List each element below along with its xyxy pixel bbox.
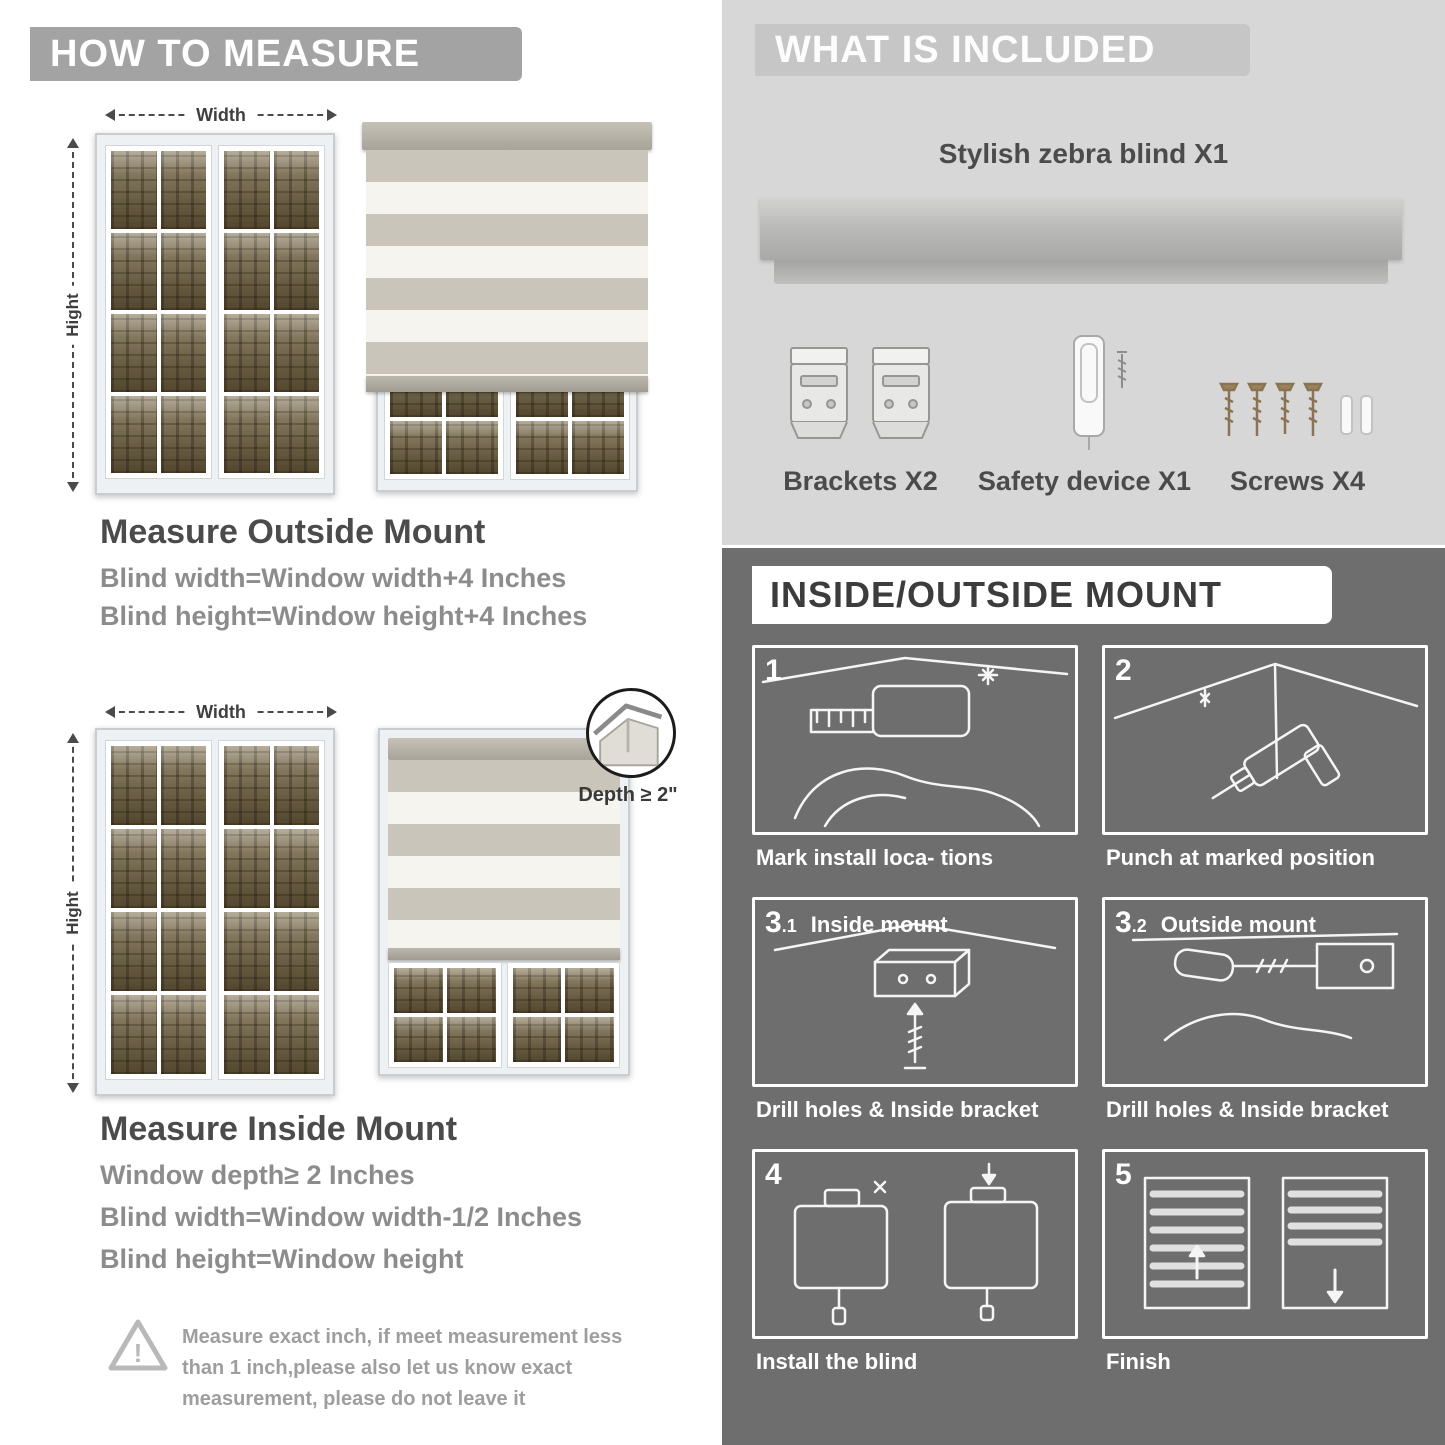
window-sash [388,962,502,1068]
window-sash [105,740,212,1080]
step-caption: Mark install loca- tions [756,845,994,870]
outside-width-formula: Blind width=Window width+4 Inches [100,563,567,593]
step-number: 5 [1115,1158,1132,1191]
arrow-head-right-icon [327,706,337,718]
height-label: Hight [63,883,83,943]
step-illustration-box: 2 [1102,645,1428,835]
safety-device-label: Safety device X1 [977,466,1192,496]
step-number: 1 [765,654,782,687]
blind-headrail [388,738,620,760]
drill-art [1113,662,1419,800]
blind-headrail-lip [774,260,1388,284]
step-5: 5 Finish [1102,1149,1428,1375]
depth-detail-callout: Depth ≥ 2" [568,688,688,807]
window-sash [218,145,325,479]
step-illustration-box: 4 [752,1149,1078,1339]
step-4: 4 Install the blind [752,1149,1078,1375]
outside-height-formula: Blind height=Window height+4 Inches [100,601,588,631]
what-is-included-header: WHAT IS INCLUDED [755,24,1250,76]
inside-width-formula: Blind width=Window width-1/2 Inches [100,1202,583,1232]
step-caption: Drill holes & Inside bracket [1106,1097,1389,1122]
width-arrow-outside: Width [105,104,337,126]
warning-triangle-icon: ! [108,1319,168,1371]
blind-headrail-product [760,198,1402,260]
mount-steps-grid: 1 Mark install loca- tions 2 [752,645,1428,1375]
window-corner-detail-art [593,703,663,767]
zebra-blind-inside-illustration [378,728,630,1076]
blind-stripes [388,760,620,948]
arrow-head-down-icon [67,482,79,492]
blind-headrail [362,122,652,150]
step-number: 3.2 [1115,906,1147,939]
step-caption: Finish [1106,1349,1171,1374]
outside-bracket-art [1131,932,1399,1042]
height-label: Hight [63,285,83,345]
blind-bottomrail [388,948,620,960]
safety-device-icon [1073,335,1127,450]
step-1: 1 Mark install loca- tions [752,645,1078,871]
step-number: 4 [765,1158,782,1191]
inside-height-formula: Blind height=Window height [100,1244,464,1274]
arrow-head-up-icon [67,733,79,743]
screws-label: Screws X4 [1229,466,1366,496]
inside-depth-formula: Window depth≥ 2 Inches [100,1160,415,1190]
note-line-3: measurement, please do not leave it [182,1388,526,1410]
screws-icon [1218,382,1373,436]
step-caption: Drill holes & Inside bracket [756,1097,1039,1122]
window-sash [506,962,620,1068]
product-label: Stylish zebra blind X1 [938,138,1229,169]
step-title: Inside mount [810,912,948,937]
arrow-head-up-icon [67,138,79,148]
step-illustration-box: 5 [1102,1149,1428,1339]
window-below-blind [388,962,620,1068]
step-illustration-box: 1 [752,645,1078,835]
width-label: Width [186,701,256,723]
step-3-2: 3.2 Outside mount Drill holes & Inside b… [1102,897,1428,1123]
measurement-note: Measure exact inch, if meet measurement … [182,1322,642,1415]
arrow-head-right-icon [327,109,337,121]
inside-mount-title: Measure Inside Mount [100,1110,458,1148]
width-label: Width [186,104,256,126]
mount-steps-panel [722,548,1445,1445]
window-sash [218,740,325,1080]
step-caption: Punch at marked position [1106,845,1375,870]
width-arrow-inside: Width [105,701,337,723]
mount-steps-header: INSIDE/OUTSIDE MOUNT [752,566,1332,624]
inside-bracket-art [773,922,1057,1070]
step-illustration-box: 3.2 Outside mount [1102,897,1428,1087]
depth-callout-circle [586,688,676,778]
note-line-2: than 1 inch,please also let us know exac… [182,1357,573,1379]
arrow-head-down-icon [67,1083,79,1093]
step-2: 2 Punch at marked position [1102,645,1428,871]
brackets-icon [790,347,930,439]
blind-bottomrail [366,376,648,392]
blind-stripes [366,150,648,376]
depth-label: Depth ≥ 2" [578,784,678,806]
step-3-1: 3.1 Inside mount Drill holes & Inside br… [752,897,1078,1123]
step-title: Outside mount [1160,912,1316,937]
window-illustration-inside [95,728,335,1096]
step-illustration-box: 3.1 Inside mount [752,897,1078,1087]
outside-mount-title: Measure Outside Mount [100,513,486,551]
how-to-measure-header: HOW TO MEASURE [30,27,522,81]
step-number: 3.1 [765,906,797,939]
window-sash [105,145,212,479]
mark-location-art [761,656,1069,828]
zebra-blind-outside-illustration [362,122,652,492]
arrow-head-left-icon [105,706,115,718]
window-illustration-outside [95,133,335,495]
step-caption: Install the blind [756,1349,918,1374]
brackets-label: Brackets X2 [783,466,938,496]
note-line-1: Measure exact inch, if meet measurement … [182,1326,623,1348]
step-number: 2 [1115,654,1132,687]
finish-blinds-art [1143,1176,1389,1310]
arrow-head-left-icon [105,109,115,121]
height-arrow-inside: Hight [62,733,84,1093]
install-blind-art [793,1162,1039,1326]
svg-text:!: ! [134,1338,143,1368]
height-arrow-outside: Hight [62,138,84,492]
